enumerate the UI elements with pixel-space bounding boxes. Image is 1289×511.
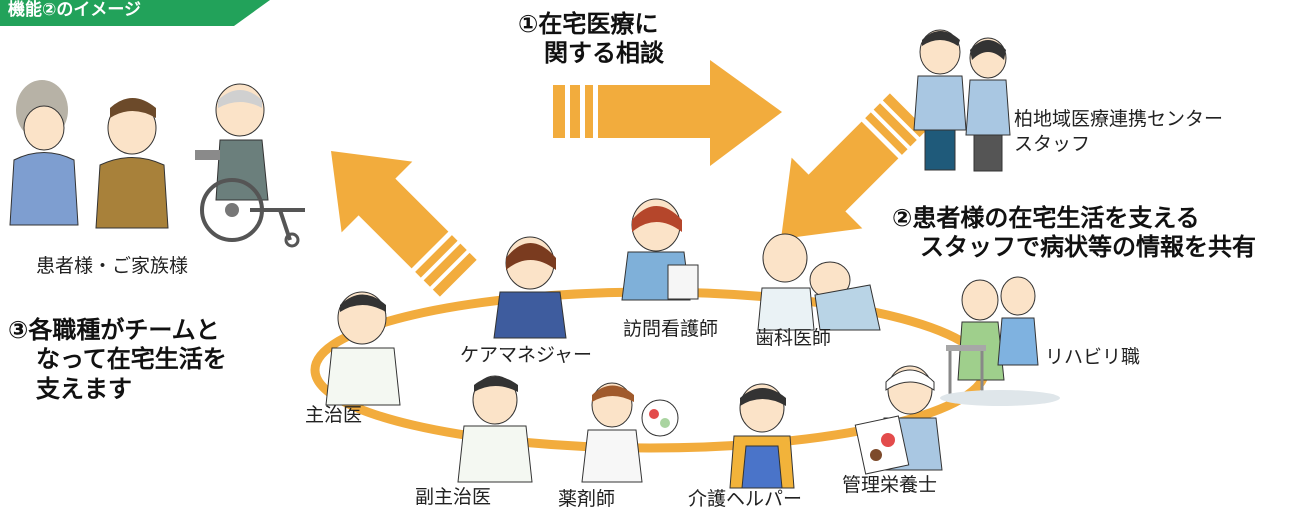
label-care-manager: ケアマネジャー — [460, 344, 593, 366]
label-primary-doctor: 主治医 — [305, 404, 363, 426]
label-sub-doctor: 副主治医 — [415, 486, 492, 508]
step3-text: ③各職種がチームと なって在宅生活を 支えます — [8, 316, 227, 403]
arrow-to-family — [331, 151, 477, 297]
label-dietitian: 管理栄養士 — [842, 474, 938, 496]
step2-text: ②患者様の在宅生活を支える スタッフで病状等の情報を共有 — [892, 204, 1256, 262]
dentist-illustration — [757, 233, 881, 331]
label-rehab: リハビリ職 — [1045, 346, 1141, 368]
label-pharmacist: 薬剤師 — [558, 488, 616, 510]
step1-text: ①在宅医療に 関する相談 — [518, 10, 664, 68]
header-tag: 機能②のイメージ — [0, 0, 270, 26]
visiting-nurse-illustration — [621, 198, 699, 301]
caregiver-illustration — [729, 383, 795, 489]
primary-doctor-illustration — [325, 291, 401, 406]
label-patients: 患者様・ご家族様 — [36, 255, 189, 277]
label-caregiver: 介護ヘルパー — [688, 488, 803, 510]
arrow-consultation — [553, 60, 782, 166]
center-staff-illustration — [913, 29, 1011, 172]
pharmacist-illustration — [581, 382, 679, 483]
care-manager-illustration — [493, 236, 567, 339]
label-center-staff: 柏地域医療連携センター スタッフ — [1014, 108, 1224, 155]
patients-illustration — [9, 80, 305, 248]
sub-doctor-illustration — [457, 375, 533, 483]
dietitian-illustration — [854, 365, 943, 475]
rehab-illustration — [940, 276, 1060, 406]
label-dentist: 歯科医師 — [755, 327, 832, 349]
label-visiting-nurse: 訪問看護師 — [623, 318, 719, 340]
